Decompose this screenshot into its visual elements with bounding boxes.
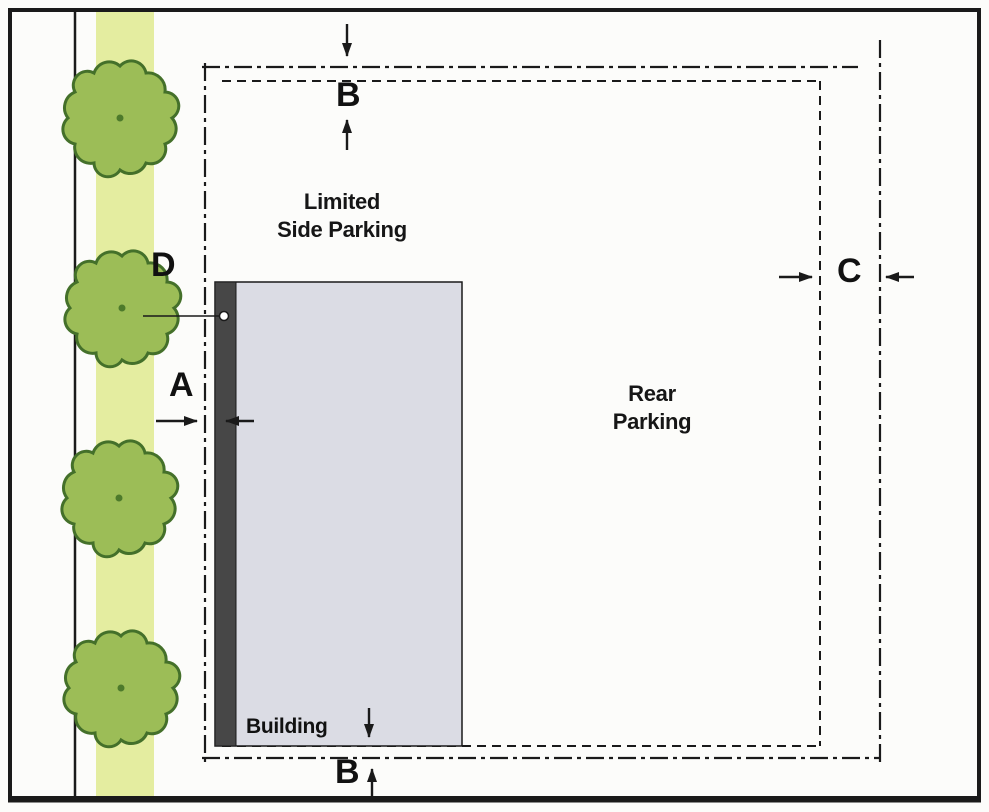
dimension-arrows bbox=[156, 24, 914, 798]
diagram-frame bbox=[8, 8, 981, 803]
dimension-label-b-top: B bbox=[335, 76, 361, 114]
building-front-facade bbox=[214, 281, 237, 747]
dimension-d-anchor-dot bbox=[218, 310, 230, 322]
dimension-label-d: D bbox=[150, 246, 176, 284]
dimension-label-a: A bbox=[168, 366, 194, 404]
setback-lines bbox=[222, 80, 821, 747]
tree-trunk-dot bbox=[115, 494, 123, 502]
dimension-label-c: C bbox=[836, 252, 862, 290]
label-limited-side-parking: Limited Side Parking bbox=[277, 189, 407, 242]
dimension-d-leader bbox=[143, 310, 230, 322]
tree-trunk-dots bbox=[115, 114, 126, 692]
dimension-label-b-bottom: B bbox=[334, 753, 360, 791]
building-label: Building bbox=[246, 715, 328, 738]
diagram-border bbox=[8, 8, 981, 800]
label-rear-parking: Rear Parking bbox=[612, 381, 692, 434]
tree-trunk-dot bbox=[117, 684, 125, 692]
building-footprint bbox=[214, 281, 463, 747]
property-lines bbox=[202, 40, 882, 764]
tree-trunk-dot bbox=[118, 304, 126, 312]
tree-trunk-dot bbox=[116, 114, 124, 122]
